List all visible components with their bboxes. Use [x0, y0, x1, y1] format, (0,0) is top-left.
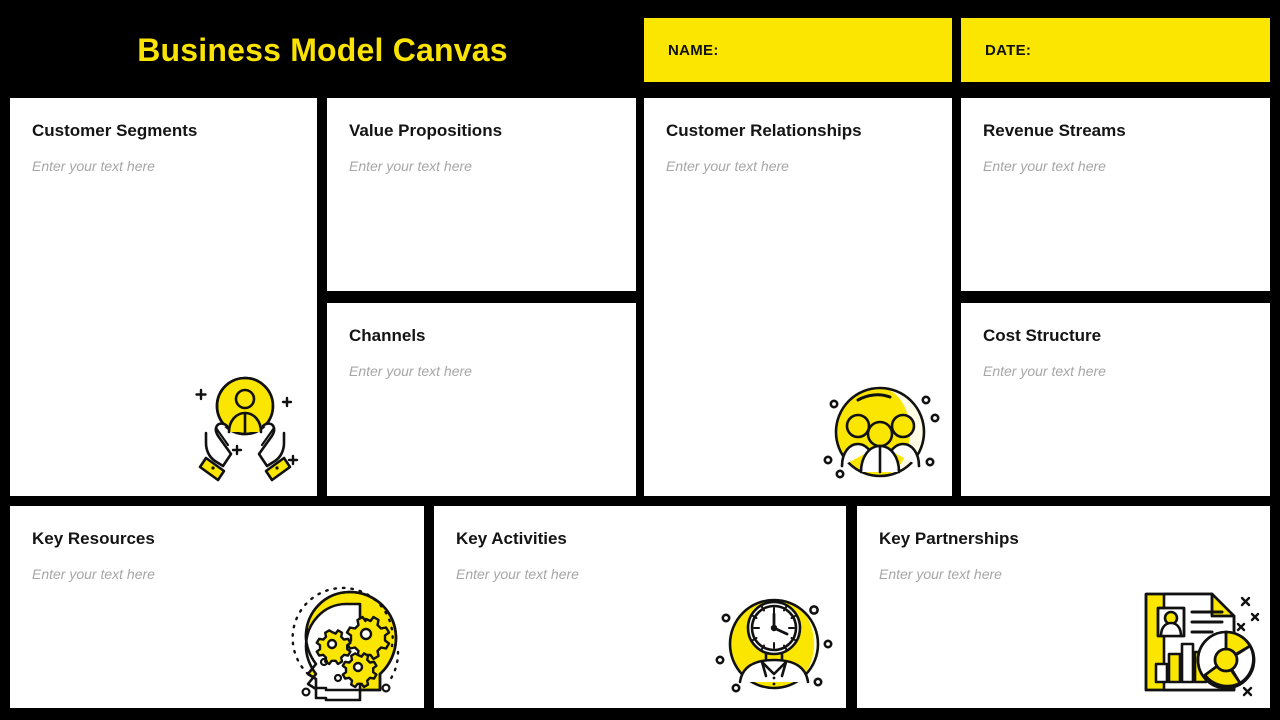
page-title: Business Model Canvas — [137, 31, 508, 68]
panel-input-key-resources[interactable]: Enter your text here — [32, 566, 155, 582]
panel-heading-cost-structure: Cost Structure — [983, 326, 1102, 345]
panel-input-customer-relationships[interactable]: Enter your text here — [666, 158, 789, 174]
panel-input-key-activities[interactable]: Enter your text here — [456, 566, 579, 582]
panel-cost-structure[interactable]: Cost Structure Enter your text here — [961, 303, 1270, 496]
panel-input-revenue-streams[interactable]: Enter your text here — [983, 158, 1106, 174]
panel-input-channels[interactable]: Enter your text here — [349, 363, 472, 379]
panel-key-partnerships[interactable]: Key Partnerships Enter your text here — [857, 506, 1270, 708]
panel-customer-relationships[interactable]: Customer Relationships Enter your text h… — [644, 98, 952, 496]
report-document-chart-icon — [1134, 582, 1262, 706]
panel-key-activities[interactable]: Key Activities Enter your text here — [434, 506, 846, 708]
panel-heading-customer-segments: Customer Segments — [32, 121, 198, 140]
panel-revenue-streams[interactable]: Revenue Streams Enter your text here — [961, 98, 1270, 291]
group-of-people-icon — [816, 370, 944, 494]
head-with-gears-icon — [288, 582, 416, 706]
panel-input-value-propositions[interactable]: Enter your text here — [349, 158, 472, 174]
panel-channels[interactable]: Channels Enter your text here — [327, 303, 636, 496]
panel-input-cost-structure[interactable]: Enter your text here — [983, 363, 1106, 379]
date-field[interactable]: DATE: — [961, 18, 1270, 82]
date-field-label: DATE: — [985, 41, 1032, 59]
panel-heading-key-partnerships: Key Partnerships — [879, 529, 1019, 548]
panel-heading-customer-relationships: Customer Relationships — [666, 121, 862, 140]
panel-heading-value-propositions: Value Propositions — [349, 121, 503, 140]
panel-heading-key-activities: Key Activities — [456, 529, 567, 548]
name-field-label: NAME: — [668, 41, 719, 59]
person-clock-icon — [710, 582, 838, 706]
panel-heading-channels: Channels — [349, 326, 426, 345]
panel-customer-segments[interactable]: Customer Segments Enter your text here — [10, 98, 317, 496]
panel-input-customer-segments[interactable]: Enter your text here — [32, 158, 155, 174]
panel-key-resources[interactable]: Key Resources Enter your text here — [10, 506, 424, 708]
panel-heading-key-resources: Key Resources — [32, 529, 155, 548]
panel-value-propositions[interactable]: Value Propositions Enter your text here — [327, 98, 636, 291]
name-field[interactable]: NAME: — [644, 18, 952, 82]
panel-input-key-partnerships[interactable]: Enter your text here — [879, 566, 1002, 582]
panel-heading-revenue-streams: Revenue Streams — [983, 121, 1126, 140]
hands-holding-person-icon — [181, 370, 309, 494]
